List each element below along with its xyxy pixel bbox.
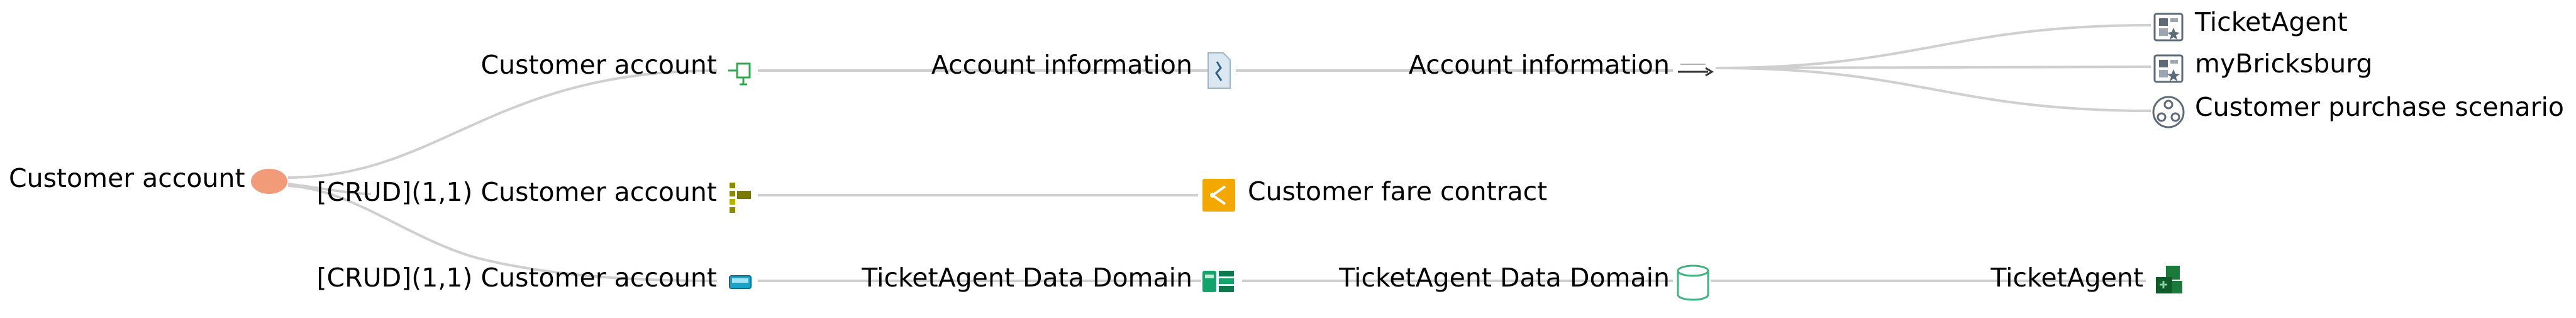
node-ticketagent-app[interactable]: TicketAgent (2153, 7, 2348, 42)
edge-flow-to-ticketagent (1715, 24, 2151, 69)
root-node[interactable]: Customer account (9, 163, 287, 194)
flow-arrow-icon (1678, 64, 1714, 77)
node-customer-purchase-scenario[interactable]: Customer purchase scenario (2152, 92, 2564, 128)
data-object-icon (729, 275, 752, 289)
entity-icon (251, 169, 287, 194)
node-crud-customer-account-2[interactable]: [CRUD](1,1) Customer account (317, 263, 752, 293)
node-label: TicketAgent Data Domain (1338, 263, 1670, 293)
contract-icon (1202, 179, 1235, 212)
scenario-icon (2152, 96, 2185, 128)
edge-flow-to-mybricksburg (1715, 65, 2151, 69)
node-customer-account-interface[interactable]: Customer account (480, 50, 751, 86)
node-label: myBricksburg (2195, 48, 2372, 79)
node-label: TicketAgent (1990, 263, 2143, 293)
data-domain-icon (1202, 271, 1234, 292)
interface-icon (728, 62, 751, 86)
node-account-information-doc[interactable]: Account information (931, 50, 1231, 89)
edge-root-to-crud-2 (287, 185, 718, 282)
node-account-information-flow[interactable]: Account information (1409, 50, 1714, 80)
node-label: Customer account (480, 50, 717, 80)
node-label: Account information (1409, 50, 1670, 80)
node-crud-customer-account-1[interactable]: [CRUD](1,1) Customer account (317, 177, 751, 213)
edge-root-to-crud-1 (287, 183, 372, 195)
application-icon (2153, 54, 2184, 83)
application-icon (2153, 13, 2184, 42)
edges (287, 24, 2151, 282)
node-label: Account information (931, 50, 1192, 80)
edge-root-to-interface (287, 69, 718, 179)
node-customer-fare-contract[interactable]: Customer fare contract (1202, 176, 1547, 212)
node-label: [CRUD](1,1) Customer account (317, 263, 717, 293)
node-ticketagent-data-domain[interactable]: TicketAgent Data Domain (861, 263, 1234, 293)
component-icon (2156, 266, 2182, 293)
edge-flow-to-scenario (1715, 67, 2151, 112)
database-icon (1677, 264, 1709, 301)
node-ticketagent-component[interactable]: TicketAgent (1990, 263, 2182, 293)
node-label: TicketAgent (2194, 7, 2348, 37)
root-label: Customer account (9, 163, 245, 193)
node-label: Customer fare contract (1248, 176, 1547, 207)
node-label: TicketAgent Data Domain (861, 263, 1192, 293)
crud-matrix-icon (730, 183, 751, 213)
node-label: [CRUD](1,1) Customer account (317, 177, 717, 207)
node-label: Customer purchase scenario (2195, 92, 2564, 122)
document-icon (1208, 52, 1231, 89)
node-ticketagent-data-domain-db[interactable]: TicketAgent Data Domain (1338, 263, 1709, 301)
node-mybricksburg-app[interactable]: myBricksburg (2153, 48, 2372, 83)
